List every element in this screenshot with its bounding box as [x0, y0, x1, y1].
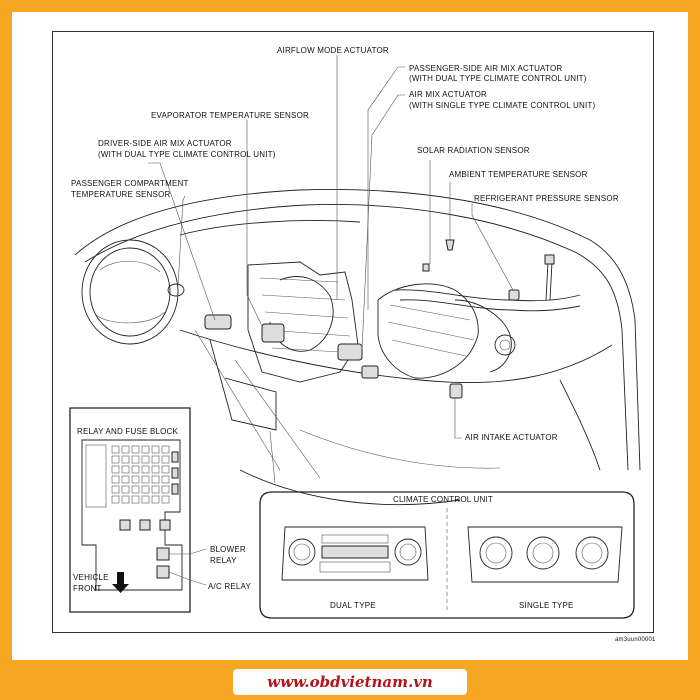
leader-lines [148, 55, 514, 484]
ambient-sensor-icon [445, 239, 455, 251]
fuse-slot [121, 485, 130, 494]
fuse-slot [151, 455, 160, 464]
solar-sensor-icon [422, 263, 430, 272]
single-type-panel-icon [467, 526, 623, 583]
relay-slot [171, 467, 179, 479]
blower-relay-icon [156, 547, 170, 561]
fuse-slot [121, 455, 130, 464]
label-airflow-mode-actuator: AIRFLOW MODE ACTUATOR [277, 46, 389, 55]
fuse-slot [131, 485, 140, 494]
label-passenger-comp-temp-1: PASSENGER COMPARTMENT [71, 179, 189, 188]
figure-code: am3uun00001 [615, 637, 656, 643]
label-passenger-air-mix-1: PASSENGER-SIDE AIR MIX ACTUATOR [409, 64, 562, 73]
vehicle-illustration [74, 189, 641, 506]
fuse-slot [151, 485, 160, 494]
fuse-slot [131, 495, 140, 504]
label-driver-air-mix-1: DRIVER-SIDE AIR MIX ACTUATOR [98, 139, 232, 148]
fuse-slot [151, 465, 160, 474]
label-single-type: SINGLE TYPE [519, 601, 574, 610]
diagram-frame [52, 31, 654, 633]
label-relay-fuse-block: RELAY AND FUSE BLOCK [77, 427, 179, 436]
label-passenger-comp-temp-2: TEMPERATURE SENSOR [71, 190, 170, 199]
fuse-slot [131, 445, 140, 454]
fuse-slot [161, 495, 170, 504]
label-solar-radiation-sensor: SOLAR RADIATION SENSOR [417, 146, 530, 155]
label-dual-type: DUAL TYPE [330, 601, 376, 610]
footer-banner: www.obdvietnam.vn [0, 663, 700, 700]
fuse-slot [111, 495, 120, 504]
hvac-unit-icon [204, 261, 379, 383]
label-passenger-air-mix-2: (WITH DUAL TYPE CLIMATE CONTROL UNIT) [409, 74, 587, 83]
relay-slot [171, 483, 179, 495]
fuse-slot [131, 475, 140, 484]
blower-duct-icon [377, 283, 581, 399]
label-ac-relay: A/C RELAY [208, 582, 251, 591]
fuse-slot [121, 465, 130, 474]
label-air-mix-1: AIR MIX ACTUATOR [409, 90, 487, 99]
fuse-slot [141, 445, 150, 454]
fuse-slot [141, 475, 150, 484]
fuse-slot [111, 465, 120, 474]
label-blower-relay-1: BLOWER [210, 545, 246, 554]
fuse-slot [111, 485, 120, 494]
fuse-slot [121, 495, 130, 504]
label-refrigerant-pressure-sensor: REFRIGERANT PRESSURE SENSOR [474, 194, 619, 203]
label-air-intake-actuator: AIR INTAKE ACTUATOR [465, 433, 558, 442]
label-evaporator-temp-sensor: EVAPORATOR TEMPERATURE SENSOR [151, 111, 309, 120]
fuse-slot [141, 485, 150, 494]
fuse-slot [141, 455, 150, 464]
label-air-mix-2: (WITH SINGLE TYPE CLIMATE CONTROL UNIT) [409, 101, 595, 110]
website-link[interactable]: www.obdvietnam.vn [233, 669, 467, 695]
fuse-slot [131, 465, 140, 474]
label-ambient-temp-sensor: AMBIENT TEMPERATURE SENSOR [449, 170, 588, 179]
dual-type-panel-icon [281, 526, 429, 581]
fuse-slot [161, 445, 170, 454]
fuse-slot [141, 495, 150, 504]
label-climate-control-unit: CLIMATE CONTROL UNIT [393, 495, 493, 504]
relay-fuse-block-inset: RELAY AND FUSE BLOCK BLOWER RELAY A/C RE… [69, 407, 251, 613]
cabin-temp-sensor-icon [167, 283, 185, 297]
fuse-slot [161, 475, 170, 484]
relay-slot [171, 451, 179, 463]
ac-relay-icon [156, 565, 170, 579]
fuse-slot [151, 495, 160, 504]
fuse-grid [111, 445, 179, 504]
fuse-slot [161, 465, 170, 474]
climate-control-unit-inset: CLIMATE CONTROL UNIT DUAL TYPE SINGLE TY… [259, 491, 635, 619]
label-vehicle-front-1: VEHICLE [73, 573, 109, 582]
fuse-slot [121, 475, 130, 484]
fuse-slot [111, 475, 120, 484]
fuse-slot [111, 445, 120, 454]
label-driver-air-mix-2: (WITH DUAL TYPE CLIMATE CONTROL UNIT) [98, 150, 276, 159]
label-vehicle-front-2: FRONT [73, 584, 102, 593]
fuse-slot [151, 475, 160, 484]
arrow-down-icon [112, 572, 129, 593]
fuse-slot [121, 445, 130, 454]
fuse-slot [161, 455, 170, 464]
fuse-slot [151, 445, 160, 454]
fuse-slot [141, 465, 150, 474]
fuse-slot [161, 485, 170, 494]
label-blower-relay-2: RELAY [210, 556, 237, 565]
fuse-slot [131, 455, 140, 464]
fuse-slot [111, 455, 120, 464]
